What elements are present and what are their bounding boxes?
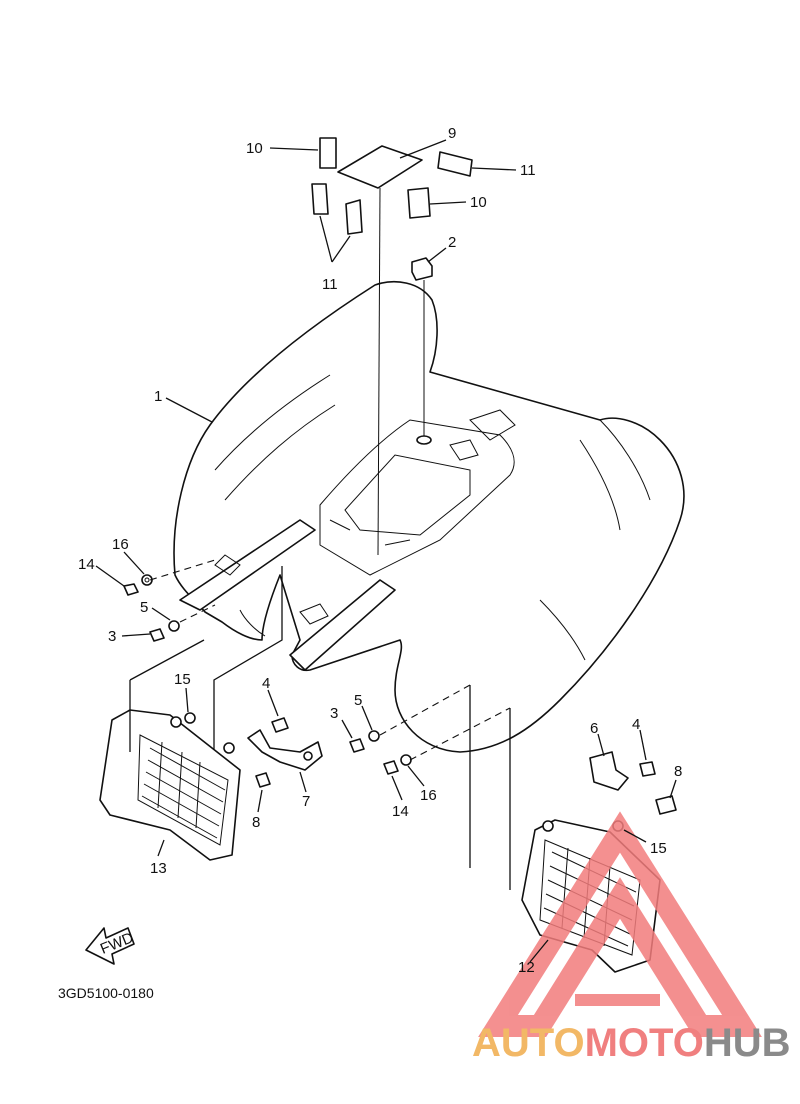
center-hardware <box>349 684 511 890</box>
cushion-11-left-a <box>311 183 329 215</box>
callout-15-right: 15 <box>650 840 667 857</box>
rear-fender <box>173 280 685 753</box>
callout-4-right: 4 <box>632 716 640 733</box>
watermark-text: AUTOMOTOHUB <box>472 1021 791 1065</box>
cushion-10-lower <box>407 187 431 219</box>
mudguard-13 <box>99 566 283 861</box>
callout-3-left: 3 <box>108 628 116 645</box>
callout-16-left: 16 <box>112 536 129 553</box>
callout-6: 6 <box>590 720 598 737</box>
callout-14-left: 14 <box>78 556 95 573</box>
watermark-auto: AUTO <box>472 1021 585 1065</box>
watermark-hub: HUB <box>704 1021 791 1065</box>
callout-11-right: 11 <box>520 162 536 179</box>
callout-1: 1 <box>154 388 162 405</box>
callout-8-left: 8 <box>252 814 260 831</box>
watermark-moto: MOTO <box>585 1021 704 1065</box>
callout-5-left: 5 <box>140 599 148 616</box>
cushion-11-right <box>437 151 473 177</box>
callout-16-center: 16 <box>420 787 437 804</box>
watermark-triangle <box>478 811 762 1037</box>
watermark <box>478 811 762 1037</box>
callout-11-left: 11 <box>322 276 338 293</box>
forward-arrow: FWD <box>85 927 136 965</box>
seat-pad-9 <box>337 145 423 189</box>
callout-12: 12 <box>518 959 535 976</box>
callout-2: 2 <box>448 234 456 251</box>
cushion-11-left-b <box>345 199 363 235</box>
bracket-7-assembly <box>223 717 323 788</box>
catalog-code: 3GD5100-0180 <box>58 985 154 1001</box>
callout-labels: 10 9 11 10 11 2 1 16 14 5 3 15 4 7 8 13 … <box>58 125 682 1001</box>
callout-4-left: 4 <box>262 675 270 692</box>
callout-15-left: 15 <box>174 671 191 688</box>
leader-lines <box>95 139 677 963</box>
cushion-10-upper <box>319 137 337 169</box>
callout-5-center: 5 <box>354 692 362 709</box>
callout-7: 7 <box>302 793 310 810</box>
callout-13: 13 <box>150 860 167 877</box>
callout-10-lower: 10 <box>470 194 487 211</box>
left-hardware <box>123 559 216 642</box>
callout-9: 9 <box>448 125 456 142</box>
callout-3-center: 3 <box>330 705 338 722</box>
seat-pad-set <box>311 137 473 556</box>
bolt-2 <box>411 257 433 445</box>
callout-10-upper: 10 <box>246 140 263 157</box>
bracket-6-assembly <box>589 751 677 832</box>
callout-8-right: 8 <box>674 763 682 780</box>
callout-14-center: 14 <box>392 803 409 820</box>
